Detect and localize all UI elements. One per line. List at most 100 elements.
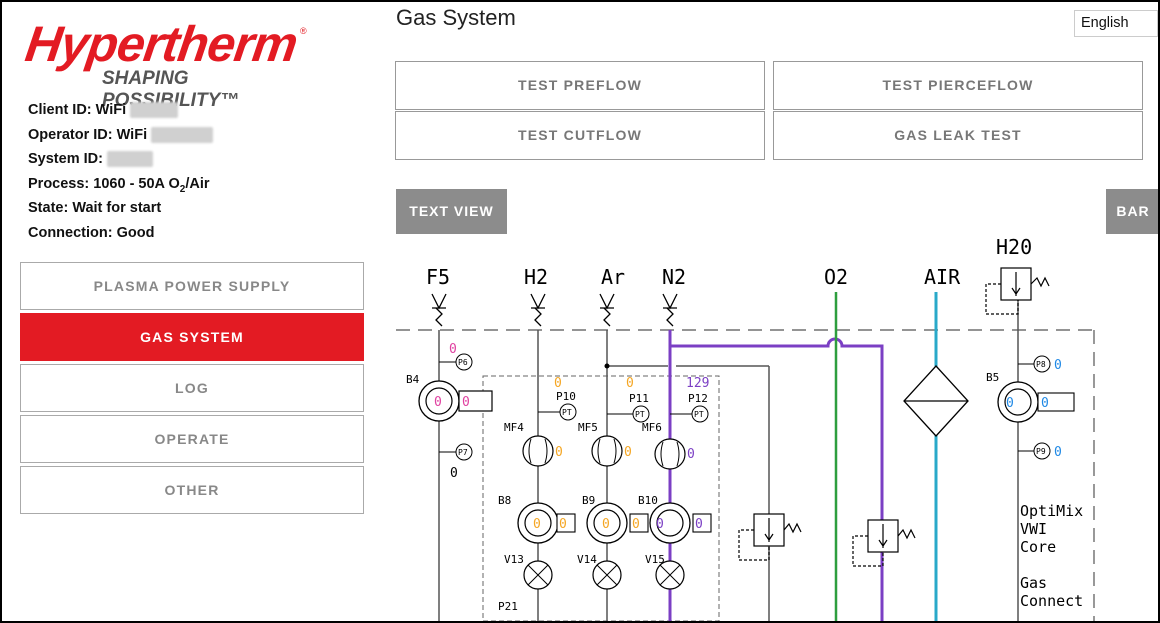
nav-operate[interactable]: OPERATE <box>20 415 364 463</box>
p11-sensor <box>632 405 650 423</box>
b5-value-box <box>1037 392 1075 412</box>
b4-box-value: 0 <box>462 395 470 410</box>
label-pt-10: PT <box>562 408 572 417</box>
gas-label-f5: F5 <box>426 265 450 289</box>
gas-lines <box>438 296 1019 621</box>
process-row: Process: 1060 - 50A O2/Air <box>28 172 213 197</box>
gas-label-air: AIR <box>924 265 961 289</box>
h20-regulator-icon <box>985 267 1050 315</box>
language-select[interactable]: English <box>1074 10 1158 37</box>
p11-value: 0 <box>626 376 634 391</box>
inlet-check-valves <box>431 293 678 327</box>
label-pt-12: PT <box>694 410 704 419</box>
label-p12: P12 <box>688 392 708 405</box>
n2-line-active <box>668 330 884 621</box>
nav-plasma-power-supply[interactable]: PLASMA POWER SUPPLY <box>20 262 364 310</box>
label-vwi: VWI <box>1020 520 1047 538</box>
junction-dot <box>604 363 610 369</box>
label-p7: P7 <box>458 448 468 457</box>
b4-gauge-value: 0 <box>434 395 442 410</box>
label-connect: Connect <box>1020 592 1083 610</box>
gas-label-h2: H2 <box>524 265 548 289</box>
nav-log[interactable]: LOG <box>20 364 364 412</box>
p12-value: 129 <box>686 376 709 391</box>
mf5-value: 0 <box>624 445 632 460</box>
gas-label-o2: O2 <box>824 265 848 289</box>
label-mf5: MF5 <box>578 421 598 434</box>
label-p9: P9 <box>1036 447 1046 456</box>
logo-registered-mark: ® <box>300 26 307 36</box>
label-p21: P21 <box>498 600 518 613</box>
bar-view-button[interactable]: BAR <box>1106 189 1158 234</box>
b10-value-box <box>692 513 712 533</box>
p7-value: 0 <box>450 466 458 481</box>
test-cutflow-button[interactable]: TEST CUTFLOW <box>395 111 765 160</box>
b4-value-box <box>458 390 493 412</box>
gas-label-h20: H20 <box>996 236 1032 259</box>
p8-value: 0 <box>1054 358 1062 373</box>
gas-leak-test-button[interactable]: GAS LEAK TEST <box>773 111 1143 160</box>
label-b9: B9 <box>582 494 595 507</box>
label-v14: V14 <box>577 553 597 566</box>
label-p8: P8 <box>1036 360 1046 369</box>
p10-value: 0 <box>554 376 562 391</box>
connection-label: Connection: Good <box>28 224 155 241</box>
mf6-meter <box>654 438 686 470</box>
p7-sensor <box>455 443 473 461</box>
gas-label-n2: N2 <box>662 265 686 289</box>
b9-box-value: 0 <box>632 517 640 532</box>
b9-value-box <box>629 513 649 533</box>
b8-box-value: 0 <box>559 517 567 532</box>
mf4-value: 0 <box>555 445 563 460</box>
hypertherm-logo: Hypertherm ® SHAPING POSSIBILITY™ <box>22 16 316 111</box>
label-p6: P6 <box>458 358 468 367</box>
label-b10: B10 <box>638 494 658 507</box>
label-b8: B8 <box>498 494 511 507</box>
label-b5: B5 <box>986 371 999 384</box>
connection-row: Connection: Good <box>28 221 213 246</box>
b10-gauge-value: 0 <box>656 517 664 532</box>
b8-value-box <box>556 513 576 533</box>
label-v15: V15 <box>645 553 665 566</box>
process-suffix: /Air <box>185 175 210 192</box>
regulator-icons <box>738 513 916 567</box>
redacted-value <box>151 126 214 143</box>
label-p10: P10 <box>556 390 576 403</box>
state-row: State: Wait for start <box>28 196 213 221</box>
p8-sensor <box>1033 355 1051 373</box>
label-core: Core <box>1020 538 1056 556</box>
test-preflow-button[interactable]: TEST PREFLOW <box>395 61 765 110</box>
text-view-button[interactable]: TEXT VIEW <box>396 189 507 234</box>
b10-box-value: 0 <box>695 517 703 532</box>
b5-gauge-value: 0 <box>1006 396 1014 411</box>
client-id-label: Client ID: WiFi <box>28 102 127 118</box>
b8-gauge-value: 0 <box>533 517 541 532</box>
label-mf6: MF6 <box>642 421 662 434</box>
gas-system-diagram: F5 H2 Ar N2 O2 AIR H20 <box>396 235 1158 621</box>
system-info: Client ID: WiFi Operator ID: WiFi System… <box>28 98 214 246</box>
p9-sensor <box>1033 442 1051 460</box>
label-pt-11: PT <box>635 410 645 419</box>
system-id-row: System ID: <box>28 147 213 172</box>
client-id-row: Client ID: WiFi <box>28 98 213 123</box>
nav-gas-system[interactable]: GAS SYSTEM <box>20 313 364 361</box>
p12-sensor <box>691 405 709 423</box>
test-pierceflow-button[interactable]: TEST PIERCEFLOW <box>773 61 1143 110</box>
redacted-value <box>130 102 179 119</box>
b5-box-value: 0 <box>1041 396 1049 411</box>
label-mf4: MF4 <box>504 421 524 434</box>
nav-other[interactable]: OTHER <box>20 466 364 514</box>
operator-id-label: Operator ID: WiFi <box>28 126 148 143</box>
p6-sensor <box>455 353 473 371</box>
page-title: Gas System <box>396 5 516 30</box>
label-gas: Gas <box>1020 574 1047 592</box>
mf5-meter <box>591 435 623 467</box>
process-subscript: 2 <box>179 183 186 195</box>
gas-schematic: F5 H2 Ar N2 O2 AIR H20 <box>396 235 1095 621</box>
process-label: Process: 1060 - 50A O <box>28 175 180 192</box>
state-label: State: Wait for start <box>28 200 162 216</box>
logo-brand: Hypertherm <box>22 16 301 72</box>
redacted-value <box>106 151 153 168</box>
b9-gauge-value: 0 <box>602 517 610 532</box>
